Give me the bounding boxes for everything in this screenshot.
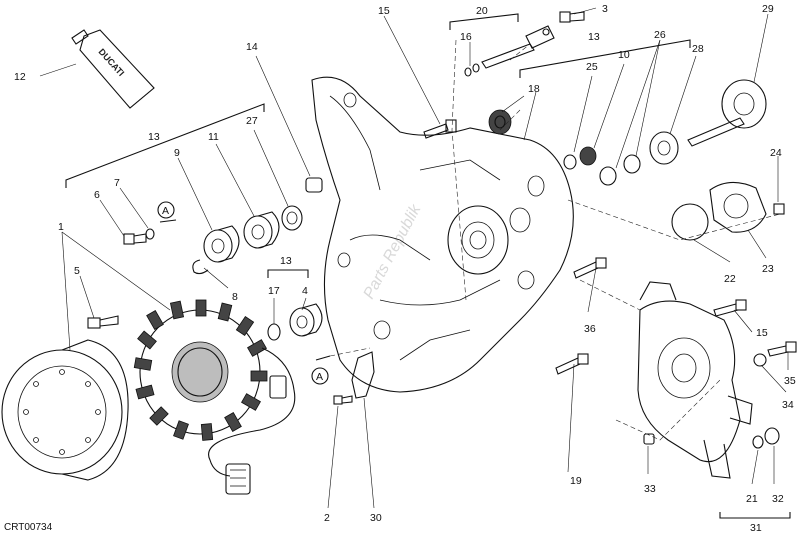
ref-marker-a-upper-label: A (162, 205, 169, 217)
callout-14: 14 (246, 41, 258, 53)
leader-lines (39, 7, 789, 509)
callout-15-right: 15 (756, 327, 768, 339)
washers-16 (464, 63, 480, 77)
flywheel-rotor (1, 339, 129, 481)
washer-27 (281, 205, 303, 231)
bearing-4 (289, 303, 323, 337)
dowel-33 (643, 433, 655, 445)
ref-marker-a-lower-label: A (316, 371, 323, 383)
callout-3: 3 (602, 3, 608, 15)
screw-3 (559, 11, 585, 23)
callout-36: 36 (584, 323, 596, 335)
washer-34 (753, 353, 767, 367)
crankcase-cover (311, 76, 574, 393)
callout-11: 11 (208, 131, 219, 143)
axis-line-4 (329, 347, 371, 357)
callout-20: 20 (476, 5, 488, 17)
bracket-13-small (267, 269, 309, 278)
bolt-19 (555, 353, 589, 375)
tube-brand-label: DUCATI (97, 47, 127, 78)
water-pump-cover (637, 281, 753, 479)
seal-18 (488, 109, 512, 135)
ref-marker-a-lower: A (311, 355, 331, 385)
screw-2 (333, 395, 353, 405)
bracket-20 (449, 13, 519, 30)
axis-line-7 (509, 43, 531, 61)
callout-7: 7 (114, 177, 120, 189)
washer-7 (145, 228, 155, 240)
bolt-35 (767, 341, 797, 357)
ref-marker-a-upper: A (157, 201, 177, 223)
callout-34: 34 (782, 399, 794, 411)
cover-23 (709, 181, 767, 233)
axis-line-3 (567, 199, 781, 241)
bearing-9 (203, 225, 240, 263)
bolt-6 (123, 233, 147, 245)
washer-25 (563, 154, 577, 170)
callout-21: 21 (746, 493, 758, 505)
bearing-28 (649, 131, 679, 165)
shaft-20 (481, 25, 555, 69)
seal-10 (579, 146, 597, 166)
callout-5: 5 (74, 265, 80, 277)
bolt-36 (573, 257, 607, 279)
bearing-11 (243, 211, 280, 249)
axis-line-2 (499, 109, 521, 131)
diagram-code: CRT00734 (4, 522, 53, 533)
callout-2: 2 (324, 512, 330, 524)
callout-16: 16 (460, 31, 472, 43)
callout-13-right: 13 (588, 31, 600, 43)
stator (133, 299, 296, 495)
bracket-30 (351, 351, 375, 399)
bolt-5 (87, 315, 119, 329)
callout-17: 17 (268, 285, 280, 297)
screw-24 (773, 203, 785, 215)
callout-22: 22 (724, 273, 736, 285)
callout-29: 29 (762, 3, 774, 15)
spacer-17 (267, 323, 281, 341)
callout-28: 28 (692, 43, 704, 55)
callout-18: 18 (528, 83, 540, 95)
watermark: Parts Republik (361, 201, 425, 302)
callout-6: 6 (94, 189, 100, 201)
callout-1: 1 (58, 221, 64, 233)
callout-10: 10 (618, 49, 630, 61)
callout-32: 32 (772, 493, 784, 505)
washers-26 (599, 154, 641, 186)
bolt-15-right (713, 299, 747, 317)
circlip-8 (192, 259, 209, 275)
bracket-13-left (65, 103, 265, 188)
callout-33: 33 (644, 483, 656, 495)
callout-labels: 1 2 3 4 5 6 7 8 9 10 11 12 13 13 13 14 1… (14, 3, 796, 534)
callout-25: 25 (586, 61, 598, 73)
bracket-13-right (519, 39, 691, 78)
callout-13-small: 13 (280, 255, 292, 267)
callout-23: 23 (762, 263, 774, 275)
o-ring-22 (671, 203, 709, 241)
callout-31: 31 (750, 522, 762, 534)
callout-13-left: 13 (148, 131, 160, 143)
plug-21 (752, 435, 764, 449)
callout-26: 26 (654, 29, 666, 41)
axis-line-6 (615, 379, 721, 441)
axis-line-1 (451, 39, 467, 301)
bracket-31 (719, 512, 791, 519)
sealant-tube: DUCATI (71, 29, 155, 109)
callout-9: 9 (174, 147, 180, 159)
callout-4: 4 (302, 285, 308, 297)
callout-24: 24 (770, 147, 782, 159)
axis-line-5 (579, 279, 641, 311)
washer-32 (764, 427, 780, 445)
callout-35: 35 (784, 375, 796, 387)
callout-27: 27 (246, 115, 258, 127)
callout-30: 30 (370, 512, 382, 524)
callout-15-top: 15 (378, 5, 390, 17)
callout-12: 12 (14, 71, 26, 83)
callout-8: 8 (232, 291, 238, 303)
bushing-14 (305, 177, 323, 193)
bolt-15-top (423, 119, 457, 139)
water-pump-impeller-29 (687, 79, 767, 147)
callout-19: 19 (570, 475, 582, 487)
